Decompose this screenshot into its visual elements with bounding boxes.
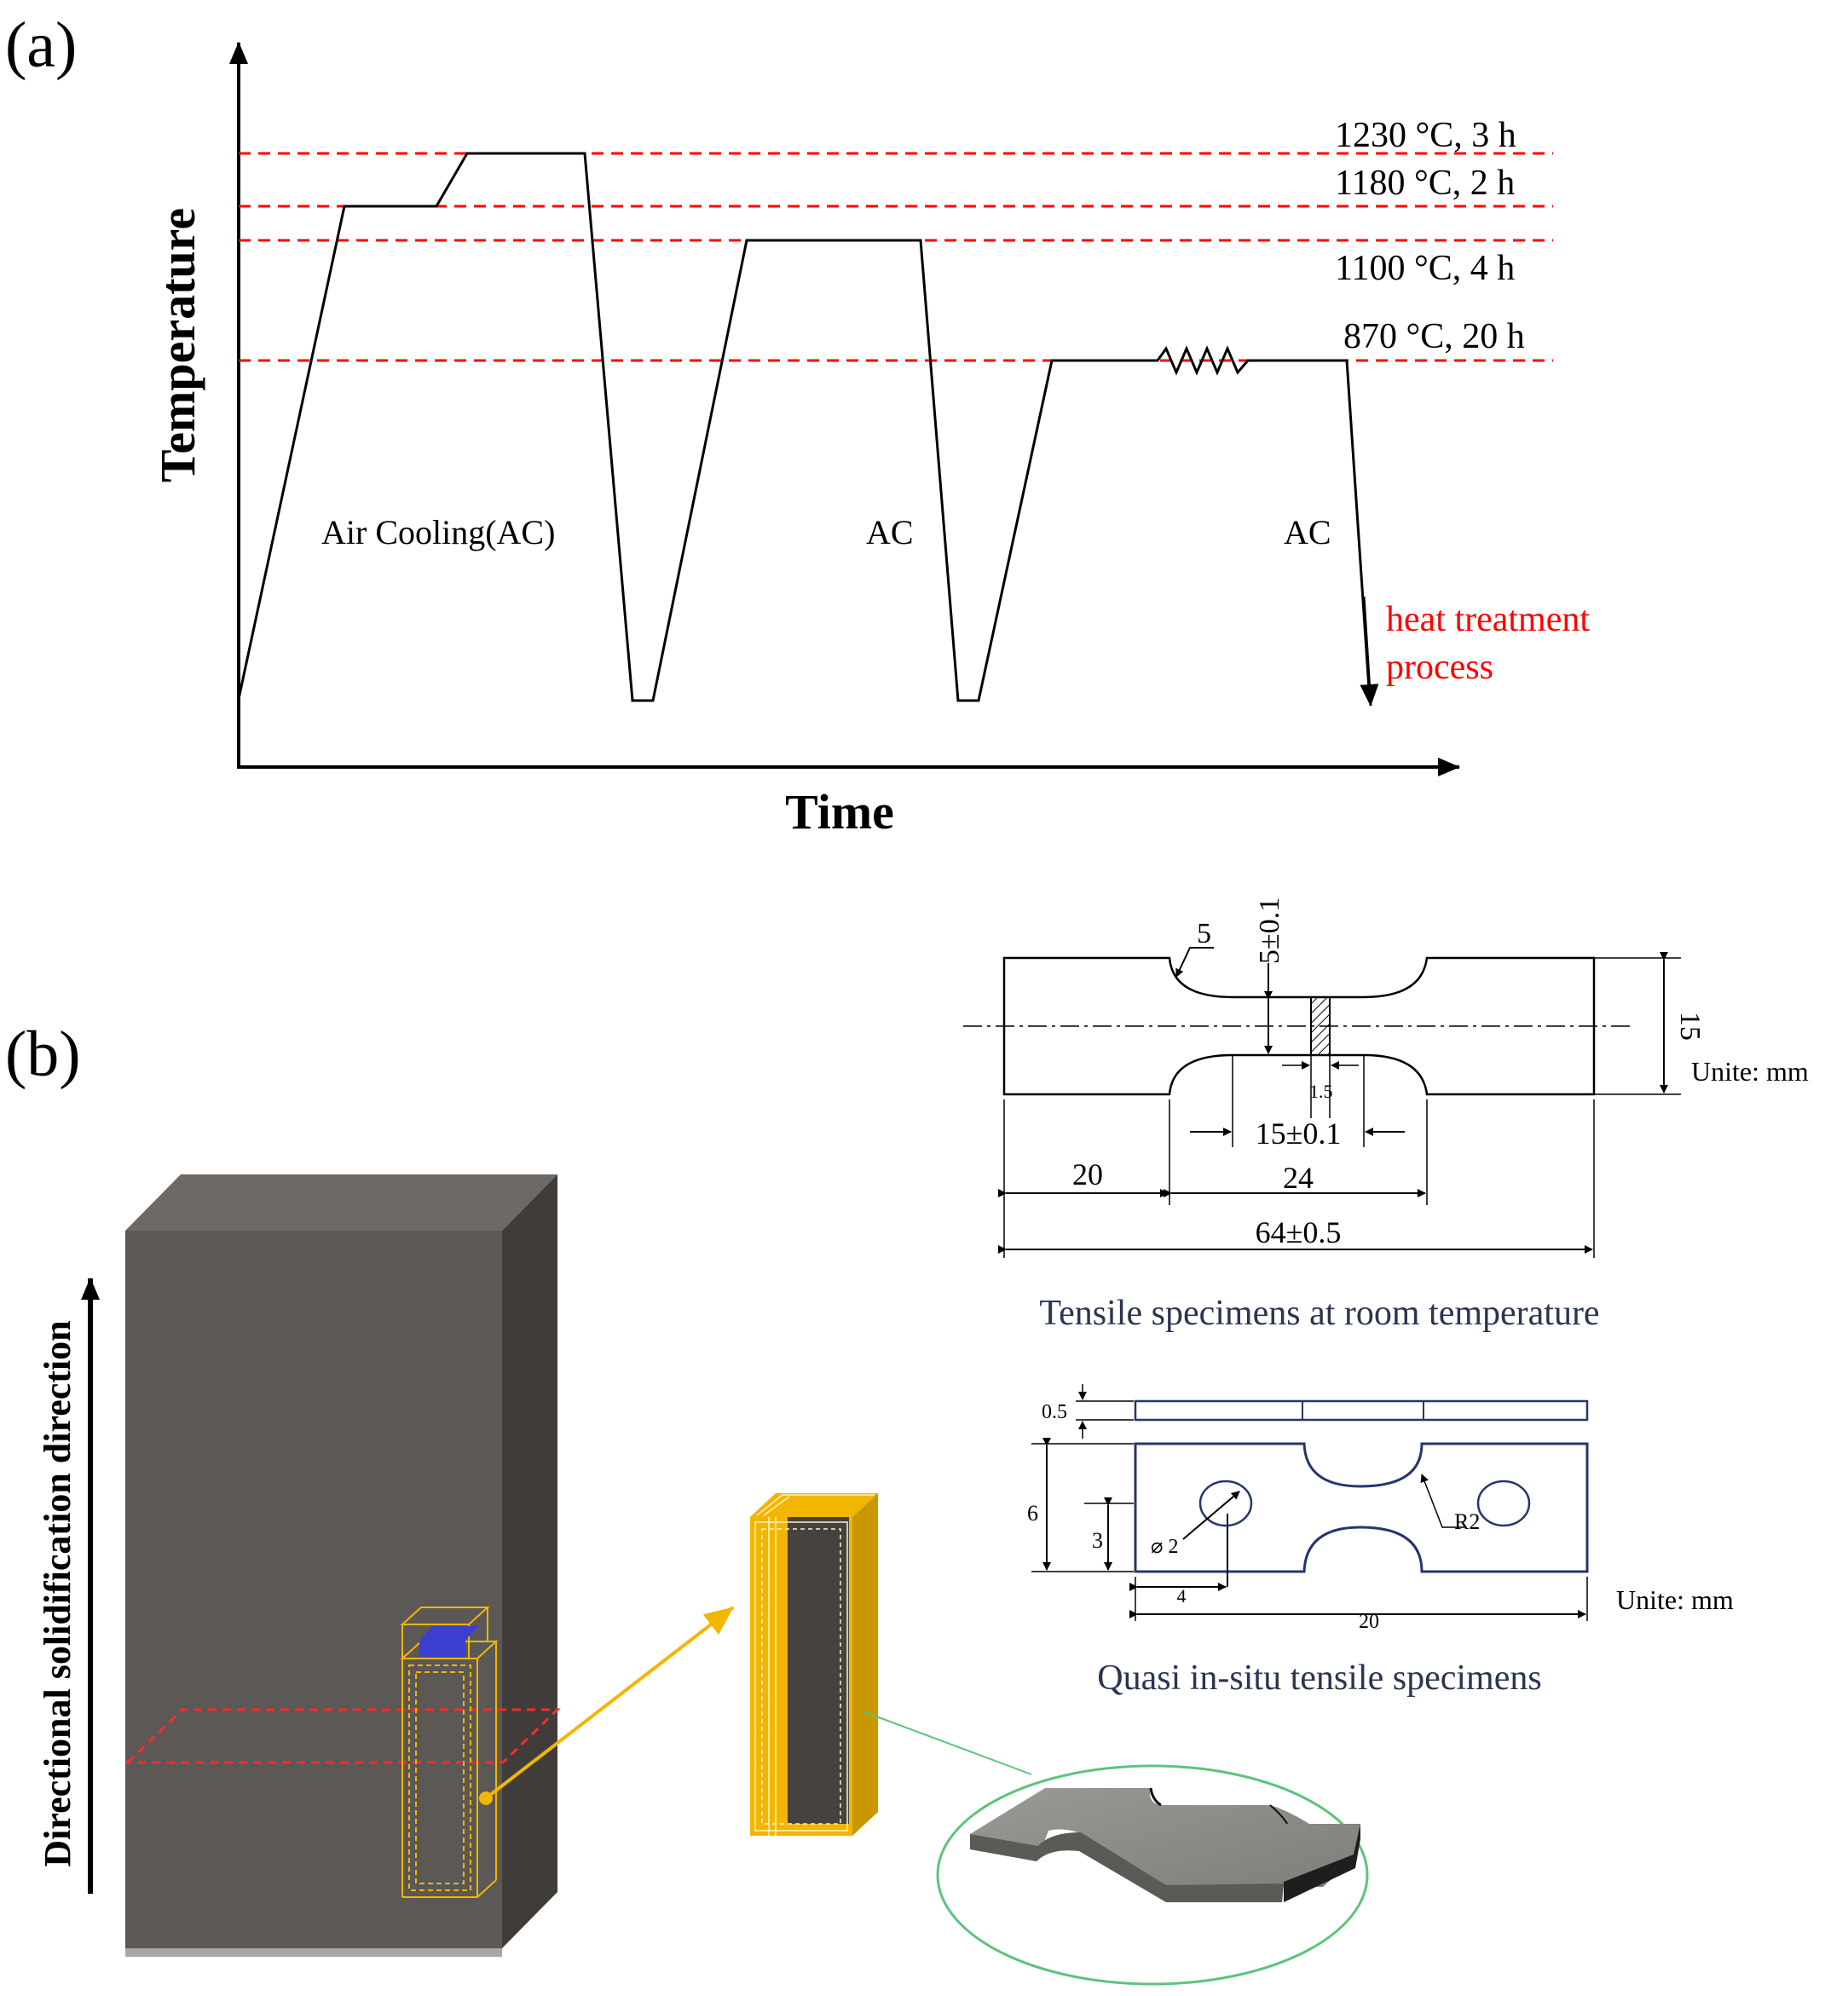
rt-dim-reduced-length: 24 [1283, 1161, 1314, 1195]
cooling-label-1: Air Cooling(AC) [321, 513, 555, 551]
quasi-dim-half-width: 3 [1092, 1528, 1103, 1553]
quasi-hole-left [1198, 1480, 1253, 1527]
block-side-face [502, 1174, 557, 1948]
quasi-dim-thickness: 0.5 [1042, 1401, 1067, 1423]
rt-hatched-slot [1310, 996, 1331, 1056]
rt-caption: Tensile specimens at room temperature [1039, 1294, 1599, 1333]
specimen-3d [970, 1787, 1360, 1902]
x-axis-label: Time [785, 784, 894, 839]
quasi-caption: Quasi in-situ tensile specimens [1097, 1659, 1541, 1698]
connector-arrow [484, 1606, 735, 1800]
panel-a: (a) Temperature Time 1230 °C, 3 h 1180 °… [5, 9, 1590, 839]
rt-dim-slot: 1.5 [1309, 1081, 1333, 1102]
casting-block [125, 1174, 557, 1957]
rt-radius-leader [1175, 947, 1214, 978]
extracted-sample [750, 1493, 878, 1836]
rt-dim-total-width: 15 [1674, 1012, 1706, 1041]
panel-a-label: (a) [5, 9, 77, 81]
block-bottom-edge [125, 1948, 502, 1957]
rt-dim-fillet-radius: 5 [1197, 918, 1211, 949]
process-label-line1: heat treatment [1386, 600, 1590, 639]
quasi-side-view [1134, 1399, 1589, 1422]
level-label-1100: 1100 °C, 4 h [1335, 249, 1515, 288]
sample-highlight [419, 1626, 479, 1657]
process-label-line2: process [1386, 648, 1493, 687]
quasi-radius-leader [1420, 1474, 1464, 1528]
rt-dim-gauge-length: 15±0.1 [1256, 1116, 1342, 1151]
rt-dim-total-length: 64±0.5 [1256, 1215, 1342, 1249]
cooling-label-2: AC [866, 513, 914, 551]
quasi-dim-length: 20 [1359, 1611, 1379, 1633]
level-label-1230: 1230 °C, 3 h [1335, 116, 1516, 155]
rt-dim-gauge-width: 5±0.1 [1254, 897, 1285, 964]
cooling-label-3: AC [1284, 513, 1331, 551]
level-label-1180: 1180 °C, 2 h [1335, 164, 1515, 203]
final-cooling-arrow [1360, 596, 1379, 707]
quasi-dim-hole-diameter: ⌀ 2 [1151, 1536, 1178, 1558]
rt-unit-label: Unite: mm [1691, 1056, 1809, 1087]
quasi-hole-right [1476, 1480, 1531, 1527]
panel-b-label: (b) [5, 1018, 81, 1090]
quasi-dim-radius: R2 [1454, 1509, 1480, 1534]
solidification-direction-label: Directional solidification direction [37, 1320, 78, 1866]
quasi-plan-outline [1134, 1442, 1589, 1573]
heat-treatment-curve [237, 152, 1371, 702]
y-axis-label: Temperature [150, 208, 205, 482]
section-plane [124, 1708, 561, 1764]
quasi-specimen-drawing: 0.5 6 3 ⌀ 2 R2 4 2 [1027, 1384, 1734, 1698]
quasi-unit-label: Unite: mm [1616, 1584, 1734, 1615]
sample-in-block [400, 1607, 499, 1898]
callout-ellipse [936, 1764, 1369, 1986]
quasi-dim-width: 6 [1027, 1501, 1038, 1526]
block-front-face [125, 1231, 502, 1948]
quasi-dim-hole-offset: 4 [1177, 1585, 1187, 1607]
panel-b: (b) Directional solidification direction [5, 897, 1809, 1986]
callout-line [862, 1710, 1032, 1775]
quasi-hole-leader [1182, 1491, 1240, 1540]
rt-dim-grip-length: 20 [1072, 1157, 1103, 1191]
block-top-face [125, 1174, 557, 1231]
level-label-870: 870 °C, 20 h [1343, 317, 1525, 356]
rt-specimen-drawing: 5 5±0.1 15 Unite: mm 1.5 15±0.1 [963, 897, 1809, 1333]
